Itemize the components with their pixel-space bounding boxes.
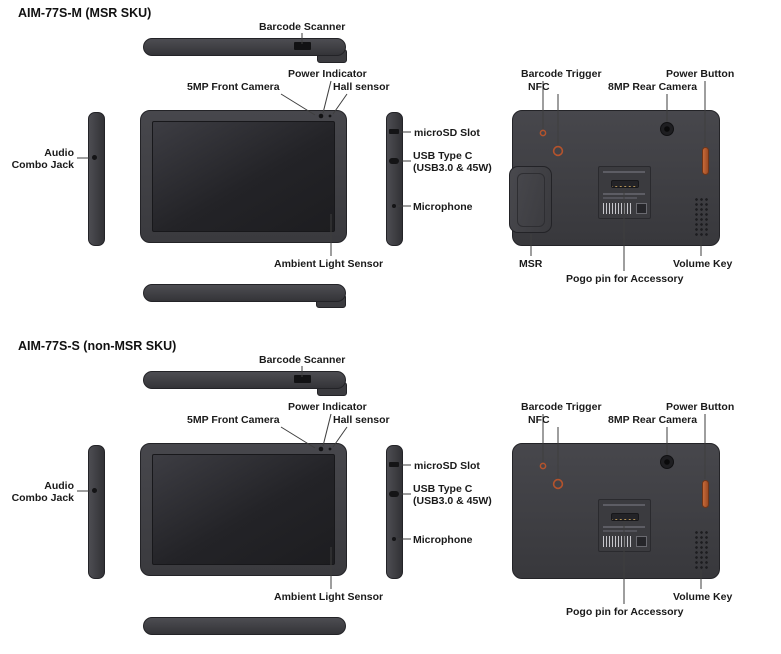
microsd-slot-port: [389, 462, 399, 467]
sticker-barcode: [603, 203, 631, 214]
leader-power-indicator: [322, 80, 332, 114]
label-usb-type-c: USB Type C (USB3.0 & 45W): [413, 483, 492, 508]
label-microsd-slot: microSD Slot: [414, 127, 480, 139]
label-ambient-light-sensor: Ambient Light Sensor: [274, 258, 384, 270]
bottom-view: [143, 284, 346, 302]
microphone-hole: [392, 537, 396, 541]
label-hall-sensor: Hall sensor: [333, 414, 390, 426]
label-nfc: NFC: [528, 414, 550, 426]
usb-c-port: [389, 491, 399, 497]
sticker-line: [603, 193, 645, 195]
label-microphone: Microphone: [413, 534, 473, 546]
label-nfc: NFC: [528, 81, 550, 93]
screen: [152, 454, 335, 565]
audio-jack-port: [92, 488, 97, 493]
sticker-qr: [636, 203, 647, 214]
power-button-key: [702, 480, 709, 508]
label-barcode-trigger: Barcode Trigger: [521, 68, 602, 80]
bottom-view: [143, 617, 346, 635]
label-msr: MSR: [519, 258, 543, 270]
label-volume-key: Volume Key: [673, 591, 733, 603]
label-front-camera: 5MP Front Camera: [187, 414, 280, 426]
label-rear-camera: 8MP Rear Camera: [608, 81, 698, 93]
section-msr-sku: AIM-77S-M (MSR SKU): [11, 6, 735, 308]
barcode-scanner-window: [294, 42, 311, 50]
front-view: [140, 443, 347, 576]
label-microsd-slot: microSD Slot: [414, 460, 480, 472]
label-pogo-pin: Pogo pin for Accessory: [566, 273, 684, 285]
sticker-barcode: [603, 536, 631, 547]
label-volume-key: Volume Key: [673, 258, 733, 270]
label-power-indicator: Power Indicator: [288, 68, 367, 80]
pogo-pin-connector: [611, 513, 639, 521]
label-front-camera: 5MP Front Camera: [187, 81, 280, 93]
label-hall-sensor: Hall sensor: [333, 81, 390, 93]
label-microphone: Microphone: [413, 201, 473, 213]
left-side-view: [88, 445, 105, 579]
label-barcode-trigger: Barcode Trigger: [521, 401, 602, 413]
label-power-indicator: Power Indicator: [288, 401, 367, 413]
screen: [152, 121, 335, 232]
label-ambient-light-sensor: Ambient Light Sensor: [274, 591, 384, 603]
label-usb-type-c: USB Type C (USB3.0 & 45W): [413, 150, 492, 175]
label-pogo-pin: Pogo pin for Accessory: [566, 606, 684, 618]
sticker-qr: [636, 536, 647, 547]
label-barcode-scanner: Barcode Scanner: [259, 354, 346, 366]
sticker-line: [603, 197, 637, 199]
barcode-scanner-window: [294, 375, 311, 383]
right-side-view: [386, 112, 403, 246]
audio-jack-port: [92, 155, 97, 160]
microphone-hole: [392, 204, 396, 208]
right-side-view: [386, 445, 403, 579]
pogo-pin-connector: [611, 180, 639, 188]
sticker-line: [603, 504, 645, 506]
label-rear-camera: 8MP Rear Camera: [608, 414, 698, 426]
section-title: AIM-77S-S (non-MSR SKU): [18, 339, 177, 353]
msr-module-face: [517, 173, 545, 227]
sticker-line: [603, 526, 645, 528]
left-side-view: [88, 112, 105, 246]
label-audio-combo-jack: Audio Combo Jack: [11, 480, 74, 505]
top-view: [143, 38, 346, 56]
sticker-line: [603, 171, 645, 173]
label-power-button: Power Button: [666, 68, 735, 80]
sticker-line: [603, 530, 637, 532]
microsd-slot-port: [389, 129, 399, 134]
section-non-msr-sku: AIM-77S-S (non-MSR SKU): [0, 333, 781, 654]
label-audio-combo-jack: Audio Combo Jack: [11, 147, 74, 172]
volume-key-grille: [694, 197, 710, 237]
top-view: [143, 371, 346, 389]
section-title: AIM-77S-M (MSR SKU): [18, 6, 152, 20]
leader-power-indicator: [322, 413, 332, 447]
usb-c-port: [389, 158, 399, 164]
label-barcode-scanner: Barcode Scanner: [259, 21, 346, 33]
front-view: [140, 110, 347, 243]
power-button-key: [702, 147, 709, 175]
label-power-button: Power Button: [666, 401, 735, 413]
volume-key-grille: [694, 530, 710, 570]
msr-module: [509, 166, 552, 233]
